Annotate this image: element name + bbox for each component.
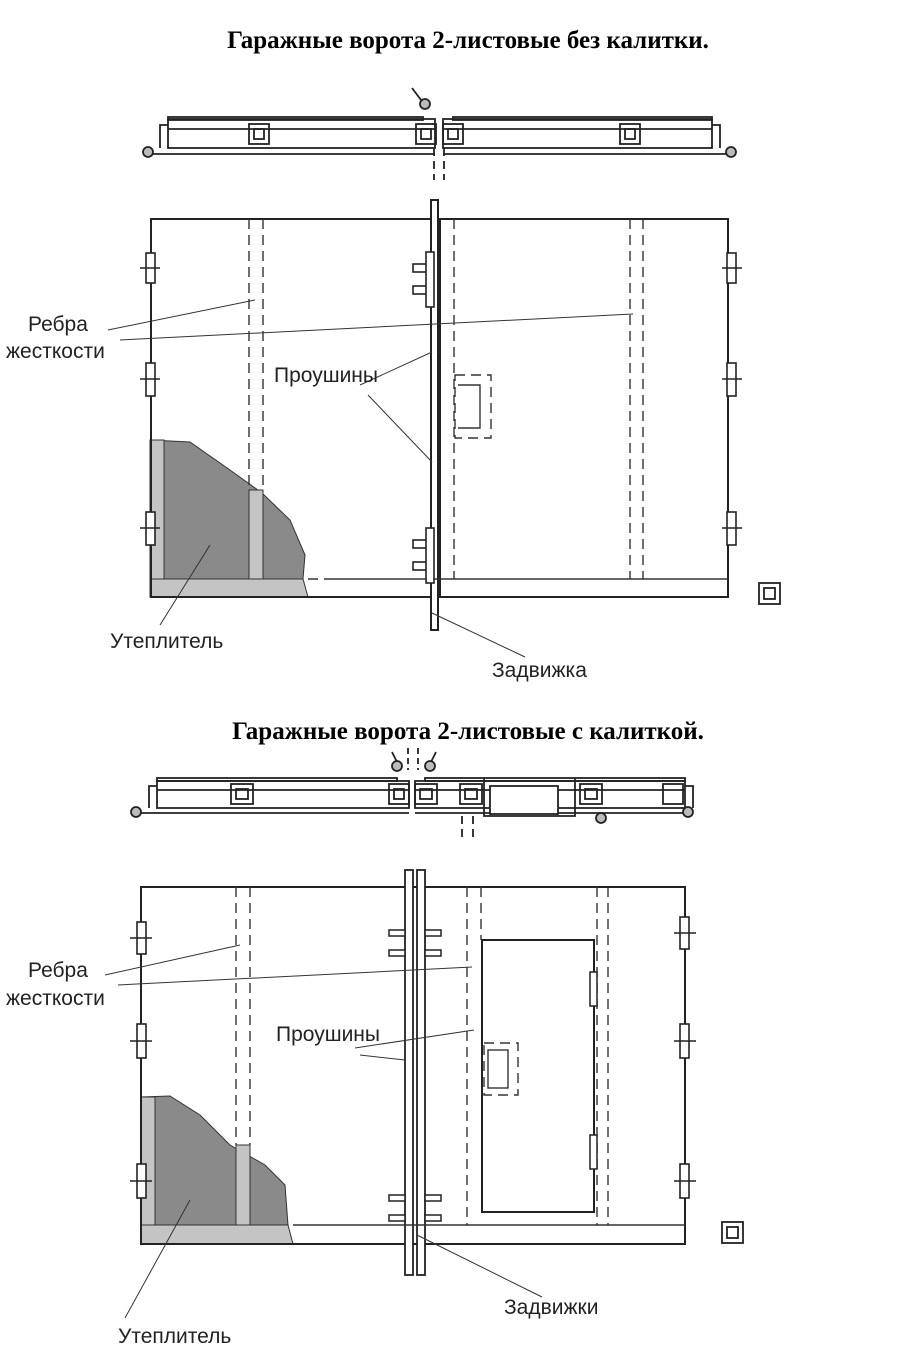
diagram-2-ribs-label-line1: Ребра (28, 959, 88, 982)
diagram-1-latch-label: Задвижка (492, 659, 587, 682)
diagram-1-top-view (142, 87, 737, 180)
diagram-1-eyelets-label: Проушины (274, 364, 378, 387)
diagram-1-ribs-label-line2: жесткости (6, 340, 105, 363)
diagram-1-ribs-label-line1: Ребра (28, 313, 88, 336)
diagram-2-top-view (130, 748, 694, 840)
diagram-2-latch-label: Задвижки (504, 1296, 598, 1319)
diagram-1-title: Гаражные ворота 2-листовые без калитки. (227, 27, 709, 54)
diagram-2-title: Гаражные ворота 2-листовые с калиткой. (232, 718, 704, 745)
diagram-2-front-view: Ребра жесткости Проушины Утеплитель Задв… (6, 869, 744, 1348)
diagram-1-front-view: Ребра жесткости Проушины Утеплитель Задв… (6, 199, 781, 682)
diagram-2-insulation-label: Утеплитель (118, 1325, 231, 1348)
diagram-1-insulation-label: Утеплитель (110, 630, 223, 653)
insulation-area-2 (140, 1095, 289, 1226)
diagram-2-eyelets-label: Проушины (276, 1023, 380, 1046)
insulation-area (149, 439, 306, 580)
diagram-2-ribs-label-line2: жесткости (6, 987, 105, 1010)
